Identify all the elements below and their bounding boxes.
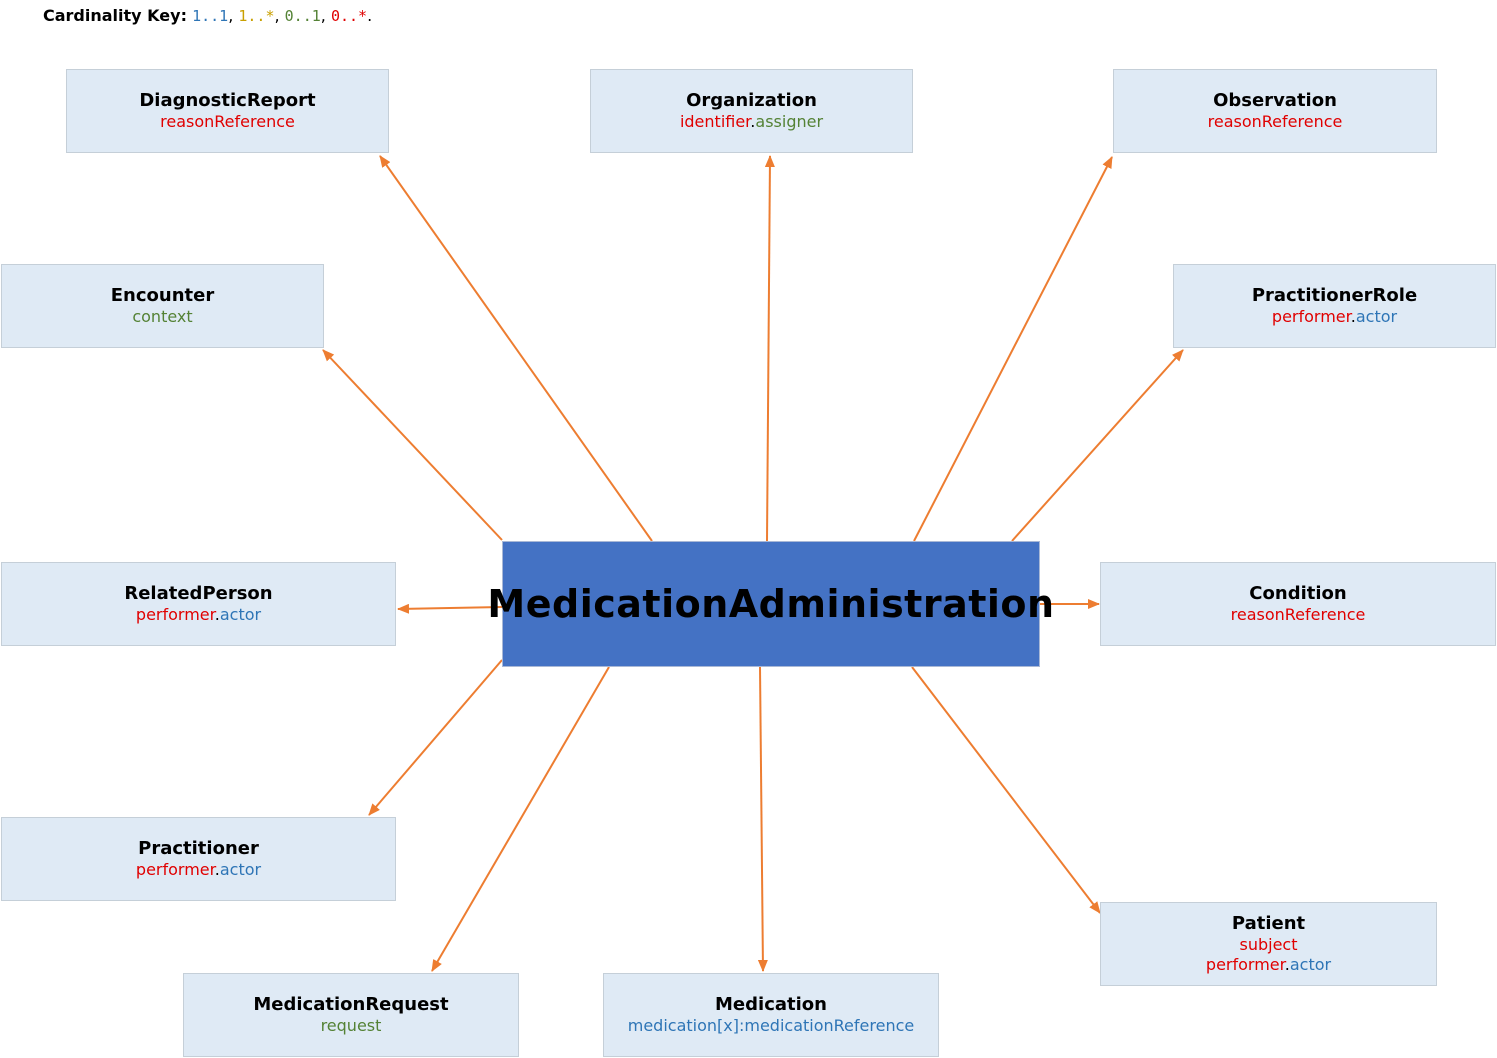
reference-segment: subject	[1239, 935, 1298, 954]
reference-segment: performer	[135, 860, 215, 879]
node-title: Encounter	[110, 285, 215, 306]
reference-segment: performer	[1205, 955, 1285, 974]
node-reference-path: medication[x]:medicationReference	[628, 1016, 914, 1036]
node-reference-path: performer.actor	[1206, 955, 1331, 975]
reference-segment: assigner	[755, 112, 824, 131]
reference-segment: .	[1350, 307, 1356, 326]
cardinality-key-separator: ,	[228, 6, 239, 25]
node-title: Condition	[1249, 583, 1347, 604]
cardinality-key-item: 1..*	[238, 7, 275, 25]
node-title: RelatedPerson	[124, 583, 273, 604]
reference-segment: medication[x]:medicationReference	[627, 1016, 915, 1035]
reference-segment: actor	[1355, 307, 1398, 326]
reference-segment: request	[320, 1016, 382, 1035]
node-reference-path: identifier.assigner	[680, 112, 823, 132]
cardinality-key-label: Cardinality Key:	[43, 6, 187, 25]
arrow-to-relatedperson	[397, 603, 503, 614]
node-reference-path: reasonReference	[1208, 112, 1343, 132]
node-reference-path: reasonReference	[160, 112, 295, 132]
node-reference-path: performer.actor	[136, 860, 261, 880]
node-title: PractitionerRole	[1251, 285, 1418, 306]
cardinality-key-separator: ,	[320, 6, 331, 25]
reference-segment: .	[1284, 955, 1290, 974]
node-reference-path: context	[132, 307, 192, 327]
reference-segment: identifier	[679, 112, 751, 131]
node-title: Patient	[1231, 913, 1306, 934]
node-title: Practitioner	[138, 838, 259, 859]
arrow-to-patient	[911, 666, 1101, 914]
arrow-to-observation	[913, 156, 1113, 542]
reference-segment: .	[214, 605, 220, 624]
arrow-to-practitioner	[368, 659, 503, 816]
reference-segment: actor	[219, 605, 262, 624]
reference-segment: reasonReference	[1230, 605, 1366, 624]
reference-segment: .	[214, 860, 220, 879]
node-reference-path: performer.actor	[1272, 307, 1397, 327]
arrow-to-medicationrequest	[431, 666, 610, 972]
medicationadministration-node[interactable]: MedicationAdministration	[487, 541, 1054, 667]
cardinality-key: Cardinality Key: 1..1, 1..*, 0..1, 0..*.	[43, 6, 372, 25]
reference-segment: performer	[135, 605, 215, 624]
node-reference-path: subject	[1240, 935, 1298, 955]
arrow-to-encounter	[322, 349, 503, 541]
cardinality-key-item: 0..1	[284, 7, 321, 25]
cardinality-key-separator: .	[367, 6, 373, 25]
node-title: Medication	[715, 994, 827, 1015]
reference-segment: actor	[1289, 955, 1332, 974]
reference-segment: performer	[1271, 307, 1351, 326]
center-node-title: MedicationAdministration	[487, 582, 1055, 626]
cardinality-key-item: 0..*	[330, 7, 368, 25]
arrow-to-diagnosticreport	[379, 155, 653, 542]
node-title: Observation	[1213, 90, 1337, 111]
arrow-to-practitionerrole	[1011, 349, 1184, 542]
cardinality-key-items: 1..1, 1..*, 0..1, 0..*.	[192, 6, 372, 25]
reference-segment: actor	[219, 860, 262, 879]
arrow-to-organization	[764, 155, 775, 542]
node-reference-path: request	[321, 1016, 382, 1036]
reference-segment: reasonReference	[160, 112, 295, 131]
cardinality-key-item: 1..1	[192, 7, 229, 25]
node-title: Organization	[686, 90, 817, 111]
reference-segment: reasonReference	[1207, 112, 1343, 131]
node-title: DiagnosticReport	[139, 90, 316, 111]
cardinality-key-separator: ,	[274, 6, 285, 25]
node-reference-path: reasonReference	[1231, 605, 1366, 625]
reference-segment: .	[750, 112, 756, 131]
node-title: MedicationRequest	[253, 994, 449, 1015]
reference-segment: context	[132, 307, 193, 326]
arrow-to-medication	[757, 666, 768, 972]
node-reference-path: performer.actor	[136, 605, 261, 625]
